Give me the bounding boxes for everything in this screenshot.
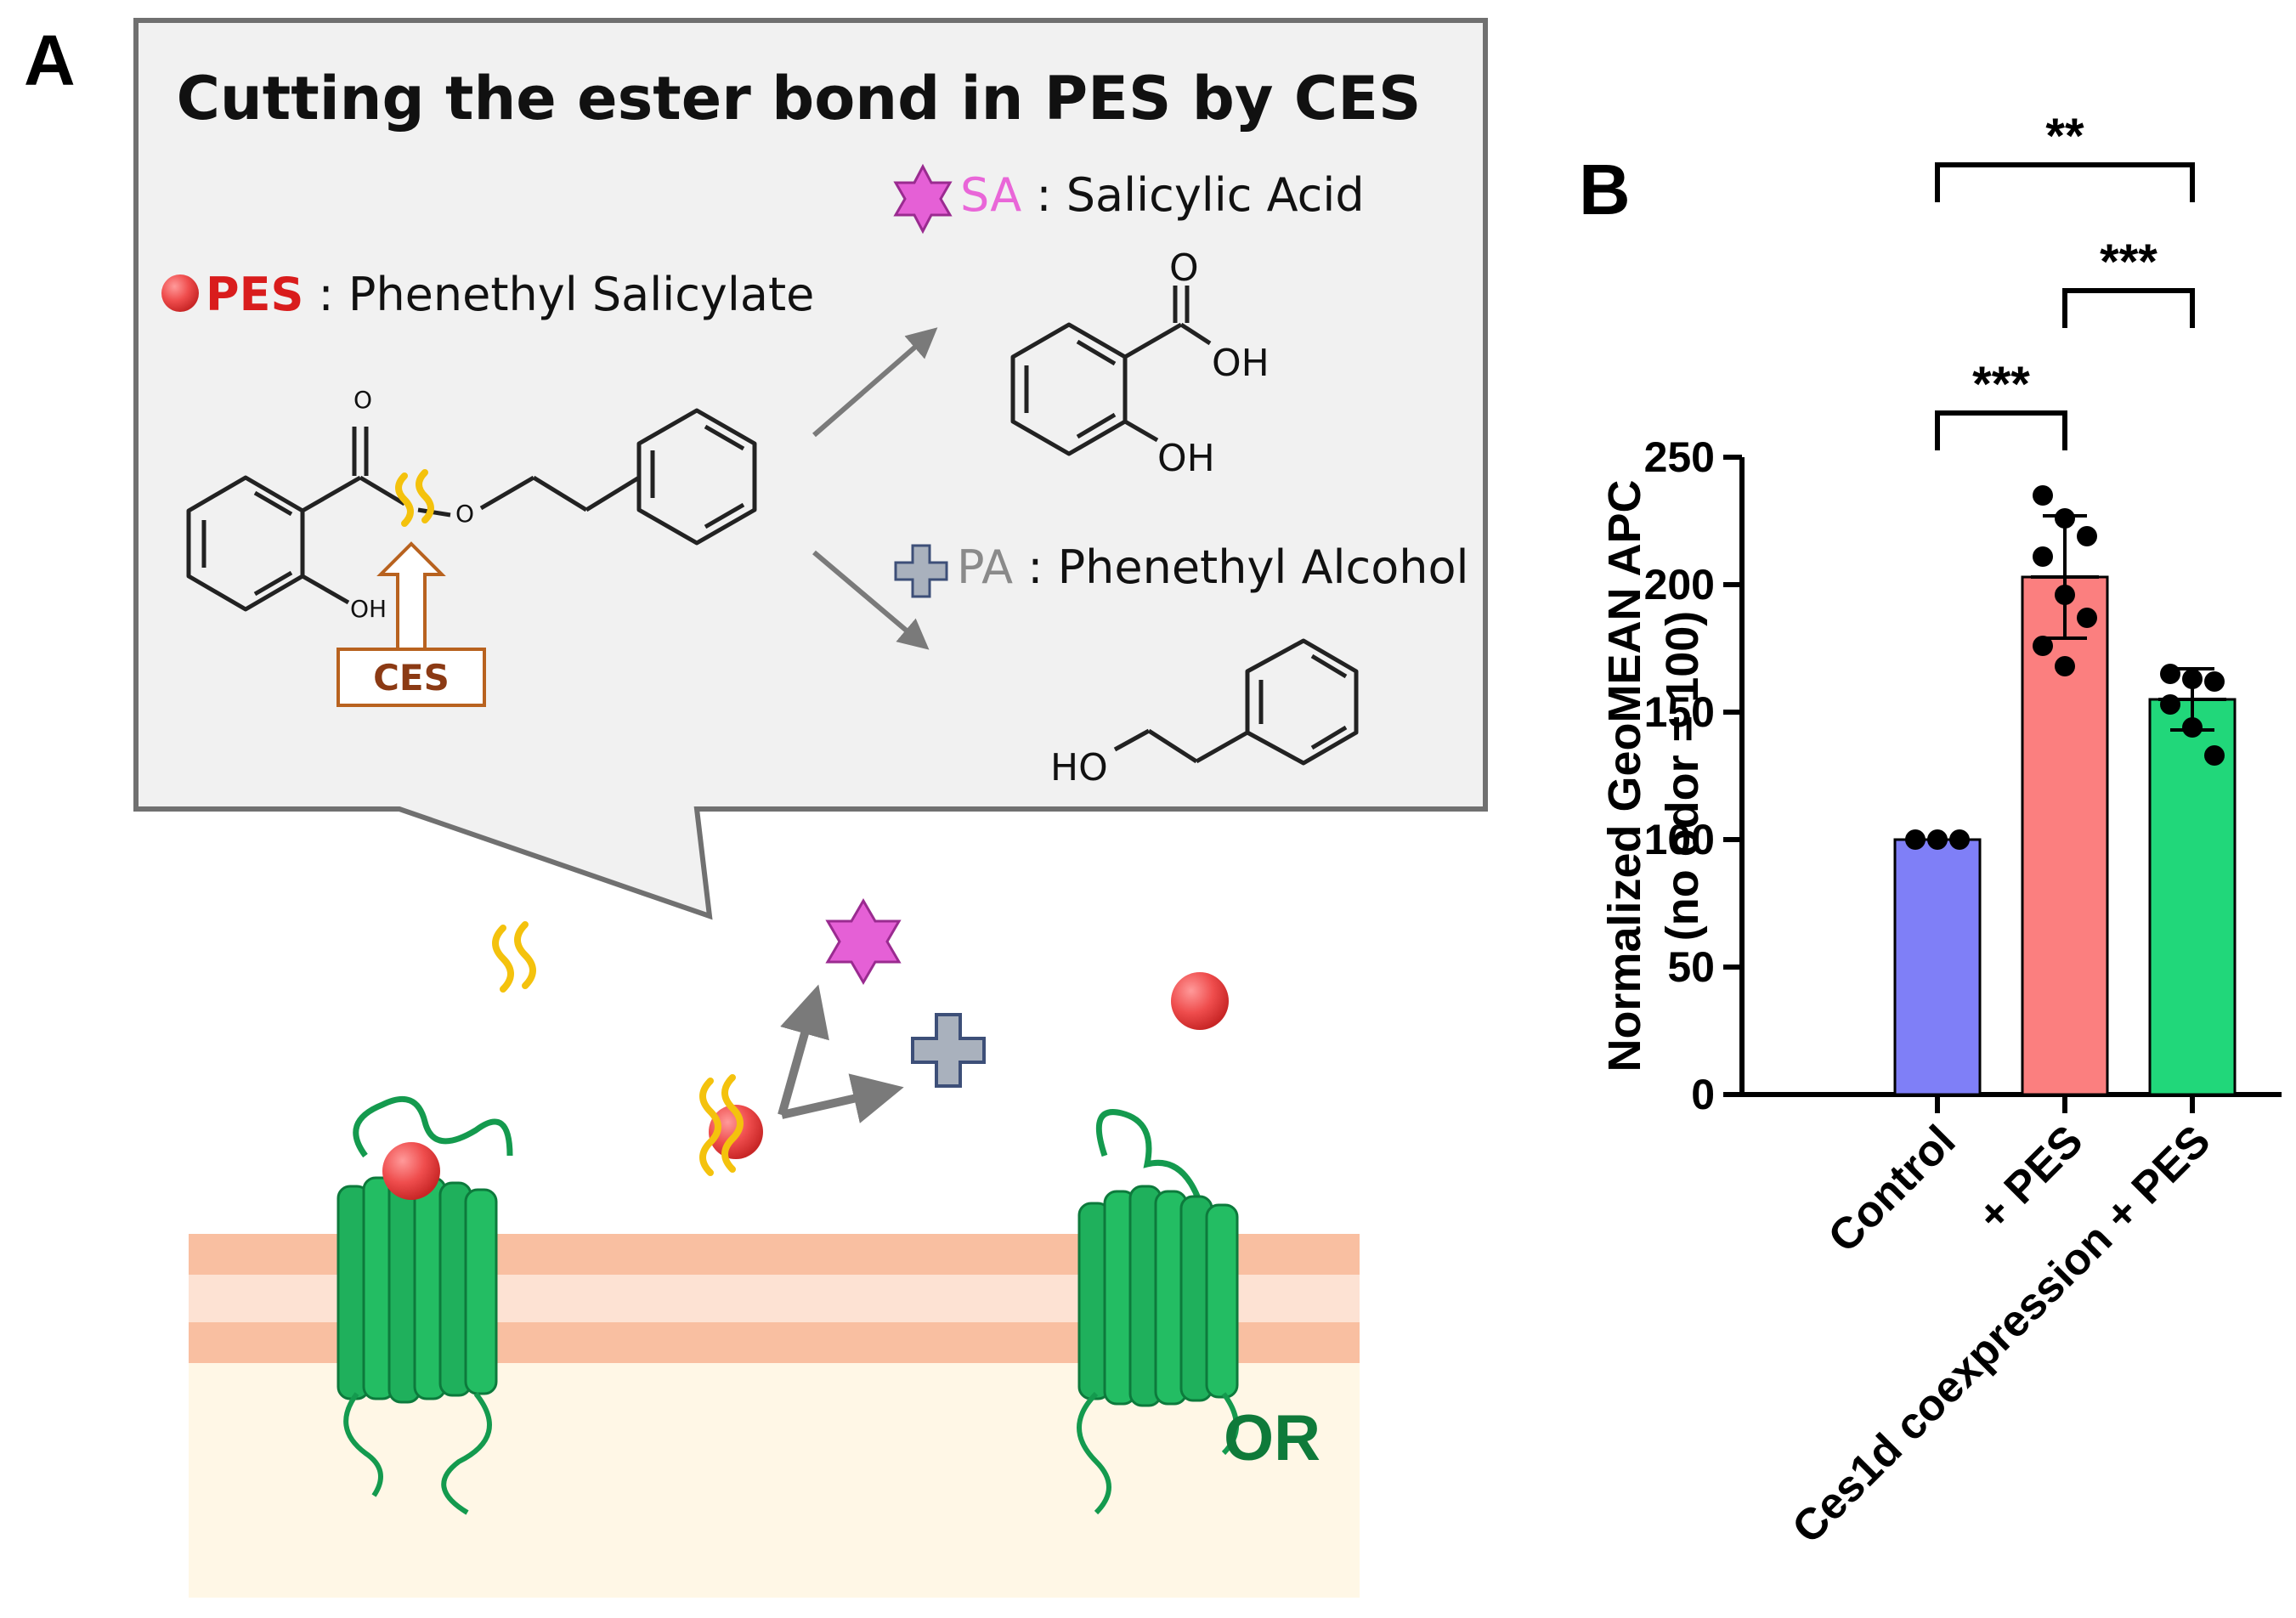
pa-structure [1113, 638, 1359, 766]
data-point [2204, 671, 2225, 692]
data-point [2160, 694, 2180, 715]
pes-ball-bound-icon [382, 1142, 440, 1200]
pes-legend: PES : Phenethyl Salicylate [206, 268, 814, 321]
ces-label: CES [373, 657, 450, 699]
arrow-to-sa-icon [812, 327, 938, 438]
pa-name: Phenethyl Alcohol [1058, 540, 1469, 594]
data-point [2160, 664, 2180, 684]
significance-label: ** [2045, 109, 2084, 164]
data-point [1905, 829, 1926, 850]
olfactory-receptor-2 [1077, 1109, 1239, 1515]
cut-mark-icon-floating [492, 921, 536, 993]
pes-ball-icon [161, 274, 199, 312]
ces-box [336, 648, 486, 707]
data-point [2204, 745, 2225, 766]
sa-sep: : [1021, 168, 1066, 222]
callout-box [133, 18, 1488, 920]
sa-oh-acid: OH [1212, 342, 1270, 385]
pa-sep: : [1013, 540, 1058, 594]
cut-mark-icon-cleaving [699, 1074, 744, 1176]
pes-name: Phenethyl Salicylate [348, 268, 815, 321]
pes-sep: : [303, 268, 348, 321]
data-point [2077, 526, 2097, 546]
bar-1 [2021, 575, 2109, 1096]
pes-ball-free-icon [1171, 972, 1229, 1030]
callout-title: Cutting the ester bond in PES by CES [177, 64, 1422, 133]
pa-legend: PA : Phenethyl Alcohol [957, 540, 1469, 594]
sa-star-icon [893, 163, 953, 235]
pes-o-ester: O [455, 500, 474, 528]
sa-abbr: SA [960, 168, 1021, 222]
y-tick-label: 0 [1691, 1071, 1715, 1118]
y-tick-label: 150 [1644, 688, 1715, 736]
sa-structure [1010, 286, 1212, 456]
data-point [1927, 829, 1948, 850]
sa-legend: SA : Salicylic Acid [960, 168, 1365, 222]
pes-abbr: PES [206, 268, 303, 321]
pes-structure [186, 408, 757, 612]
pes-oh: OH [350, 595, 387, 623]
data-point [2055, 508, 2075, 529]
data-point [2077, 608, 2097, 628]
y-tick-label: 250 [1644, 433, 1715, 481]
y-axis-label-2: (no odor = 100) [1657, 611, 1708, 942]
or-label: OR [1224, 1402, 1320, 1474]
sa-o: O [1169, 246, 1199, 290]
significance-bracket [2062, 288, 2195, 328]
sa-oh-phenol: OH [1157, 437, 1215, 480]
data-point [2033, 485, 2053, 506]
data-point [2055, 656, 2075, 676]
pa-abbr: PA [957, 540, 1013, 594]
data-point [2182, 669, 2203, 689]
data-point [2033, 546, 2053, 567]
data-point [2055, 585, 2075, 605]
arrow-to-pa-icon [812, 550, 930, 650]
data-point [2182, 717, 2203, 738]
data-point [1949, 829, 1970, 850]
arrow-release-pa-icon [780, 1073, 904, 1123]
panel-label-a: A [24, 20, 76, 100]
cut-mark-icon [395, 469, 434, 527]
panel-label-b: B [1579, 150, 1631, 229]
y-axis-label: Normalized GeoMEAN APC [1599, 479, 1650, 1072]
significance-label: *** [2100, 235, 2157, 290]
olfactory-receptor-1 [336, 1095, 513, 1515]
bar-0 [1893, 838, 1982, 1096]
sa-name: Salicylic Acid [1066, 168, 1365, 222]
significance-bracket [1935, 410, 2067, 450]
pa-ho: HO [1050, 746, 1108, 789]
significance-bracket [1935, 162, 2195, 202]
y-tick-label: 200 [1644, 561, 1715, 608]
y-tick-label: 100 [1644, 816, 1715, 863]
arrow-release-sa-icon [778, 984, 829, 1117]
category-label-1: + PES [1968, 1116, 2092, 1240]
pa-cross-floating-icon [911, 1013, 986, 1088]
pa-cross-icon [894, 544, 948, 598]
category-label-0: Control [1819, 1116, 1965, 1262]
y-tick-label: 50 [1667, 943, 1715, 991]
sa-star-floating-icon [825, 898, 902, 985]
data-point [2033, 636, 2053, 656]
pes-o-carbonyl: O [353, 386, 372, 414]
significance-label: *** [1972, 357, 2030, 412]
